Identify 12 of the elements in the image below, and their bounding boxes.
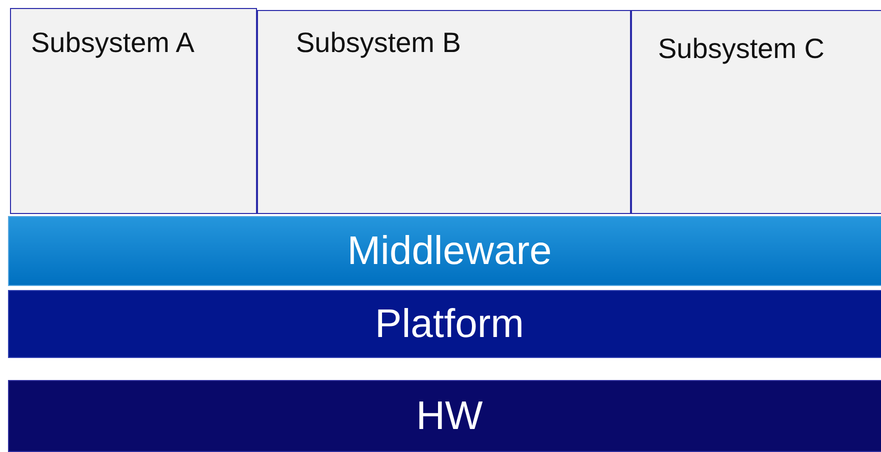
subsystem-label: Subsystem A [31, 27, 194, 59]
subsystem-box [10, 8, 257, 214]
layer-band [8, 290, 881, 358]
subsystem-label: Subsystem B [296, 27, 461, 59]
subsystem-box [257, 10, 631, 214]
layer-band [8, 216, 881, 286]
layer-label: Platform [375, 302, 524, 346]
layer-label: HW [416, 394, 483, 438]
layer-label: Middleware [347, 228, 552, 274]
layer-band [8, 380, 881, 452]
subsystem-label: Subsystem C [658, 33, 824, 65]
subsystem-box [631, 10, 881, 214]
